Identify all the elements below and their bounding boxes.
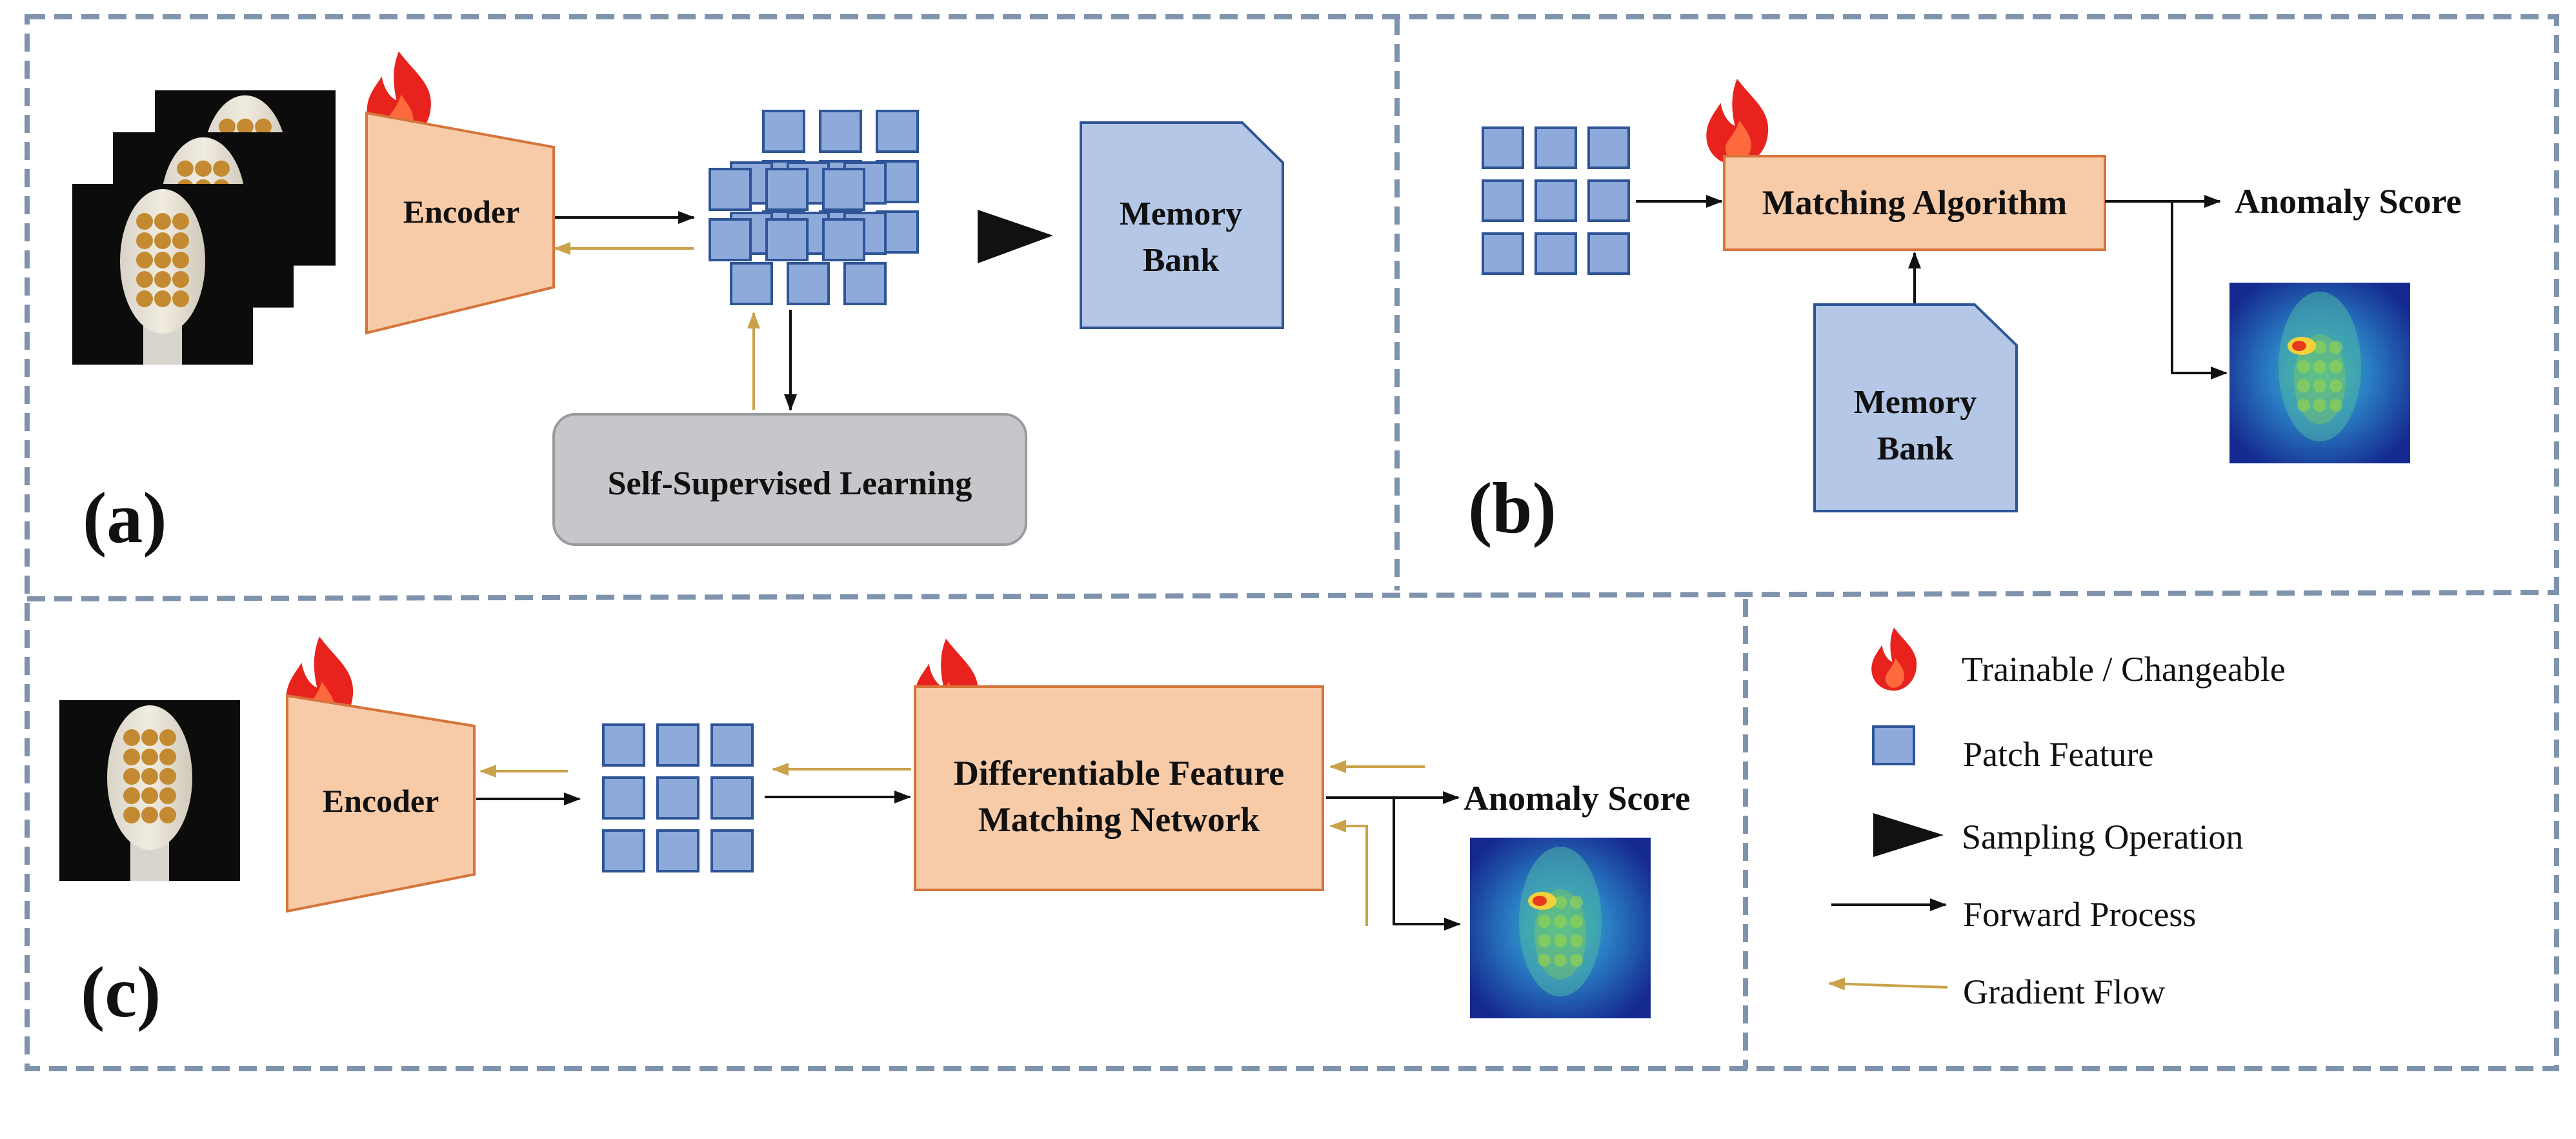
- forward-arrow-matching-to-heatmap: [2171, 201, 2228, 379]
- panel-borders: [25, 14, 2559, 1071]
- outer-border: [25, 14, 2559, 1071]
- encoder-block-c: [286, 694, 476, 913]
- panel-a-label: (a): [83, 478, 167, 558]
- flame-icon-b: [1706, 79, 1769, 166]
- matching-algorithm-block: [1723, 155, 2106, 251]
- score-label-c: Anomaly Score: [1464, 779, 1690, 818]
- memory-bank-a: [1080, 121, 1284, 329]
- patch-square-front: [709, 218, 752, 261]
- encoder-label: Encoder: [403, 194, 520, 230]
- forward-arrow-network-to-heatmap: [1393, 798, 1461, 931]
- legend-label-trainable: Trainable / Changeable: [1962, 650, 2286, 689]
- patch-square: [710, 829, 754, 872]
- patch-square: [1482, 126, 1524, 169]
- patch-square-back: [762, 110, 805, 153]
- patch-square: [1587, 126, 1630, 169]
- legend-gradient-arrow-icon: [1828, 977, 1948, 991]
- patch-square: [1535, 232, 1577, 275]
- legend: Trainable / Changeable Patch Feature Sam…: [1828, 627, 2286, 1011]
- memory-bank-b: [1813, 303, 2018, 512]
- patch-square-front: [709, 168, 752, 211]
- legend-label-sampling: Sampling Operation: [1962, 818, 2243, 856]
- patch-square: [1587, 232, 1630, 275]
- input-image-c: [59, 700, 240, 881]
- network-label-line1: Differentiable Feature: [954, 754, 1284, 792]
- panel-c-label: (c): [81, 953, 161, 1033]
- score-label-b: Anomaly Score: [2235, 182, 2461, 221]
- memory-bank-b-line2: Bank: [1877, 430, 1954, 467]
- anomaly-heatmap-b: [2229, 283, 2410, 463]
- patch-square: [656, 723, 699, 767]
- gradient-arrow-from-heatmap: [1329, 820, 1368, 926]
- memory-bank-a-line2: Bank: [1143, 242, 1220, 279]
- encoder-block: [365, 111, 555, 335]
- patch-square: [602, 776, 645, 820]
- patch-square: [656, 776, 699, 820]
- panel-c: Encoder Differentiable Feature Matching …: [59, 636, 1690, 1033]
- panel-b-label: (b): [1468, 469, 1556, 549]
- patch-square: [602, 829, 645, 872]
- patch-square-mid: [787, 262, 830, 305]
- patch-square: [1587, 179, 1630, 222]
- sampling-triangle-icon: [978, 210, 1053, 263]
- memory-bank-b-line1: Memory: [1854, 384, 1977, 421]
- legend-patch-square-icon: [1872, 725, 1915, 765]
- legend-label-gradient: Gradient Flow: [1963, 973, 2165, 1011]
- patch-square-mid: [730, 262, 773, 305]
- ssl-block: [552, 413, 1027, 546]
- ssl-label: Self-Supervised Learning: [608, 465, 972, 502]
- matching-network-block: [914, 685, 1324, 891]
- matching-algorithm-label: Matching Algorithm: [1762, 183, 2067, 222]
- patch-square: [1535, 179, 1577, 222]
- patch-square: [710, 723, 754, 767]
- input-image-front: [72, 184, 253, 365]
- patch-square: [710, 776, 754, 820]
- memory-bank-a-line1: Memory: [1120, 196, 1243, 232]
- input-image-stack: [72, 90, 336, 365]
- legend-label-forward: Forward Process: [1963, 895, 2196, 934]
- patch-square: [1535, 126, 1577, 169]
- patch-square-back: [819, 110, 862, 153]
- encoder-label-c: Encoder: [323, 783, 439, 819]
- anomaly-heatmap-c: [1470, 838, 1651, 1018]
- legend-sampling-triangle-icon: [1873, 813, 1944, 857]
- divider-top-bottom: [26, 590, 2557, 601]
- network-label-line2: Matching Network: [978, 800, 1260, 839]
- patch-square: [656, 829, 699, 872]
- legend-label-patch: Patch Feature: [1963, 735, 2153, 774]
- patch-feature-grid-c: [602, 723, 754, 872]
- panel-a: Encoder Memory Bank Self-Supervised Lear…: [72, 51, 1284, 558]
- patch-square-front: [822, 168, 865, 211]
- patch-square: [1482, 232, 1524, 275]
- patch-square-front: [765, 218, 809, 261]
- patch-square-back: [876, 110, 919, 153]
- patch-square: [1482, 179, 1524, 222]
- patch-feature-grid-b: [1482, 126, 1630, 275]
- patch-square-front: [822, 218, 865, 261]
- patch-square-mid: [843, 262, 887, 305]
- panel-b: Matching Algorithm Anomaly Score Memory …: [1468, 79, 2461, 549]
- patch-square: [602, 723, 645, 767]
- legend-flame-icon: [1871, 627, 1917, 691]
- patch-square-front: [765, 168, 809, 211]
- patch-feature-grid: [709, 110, 919, 305]
